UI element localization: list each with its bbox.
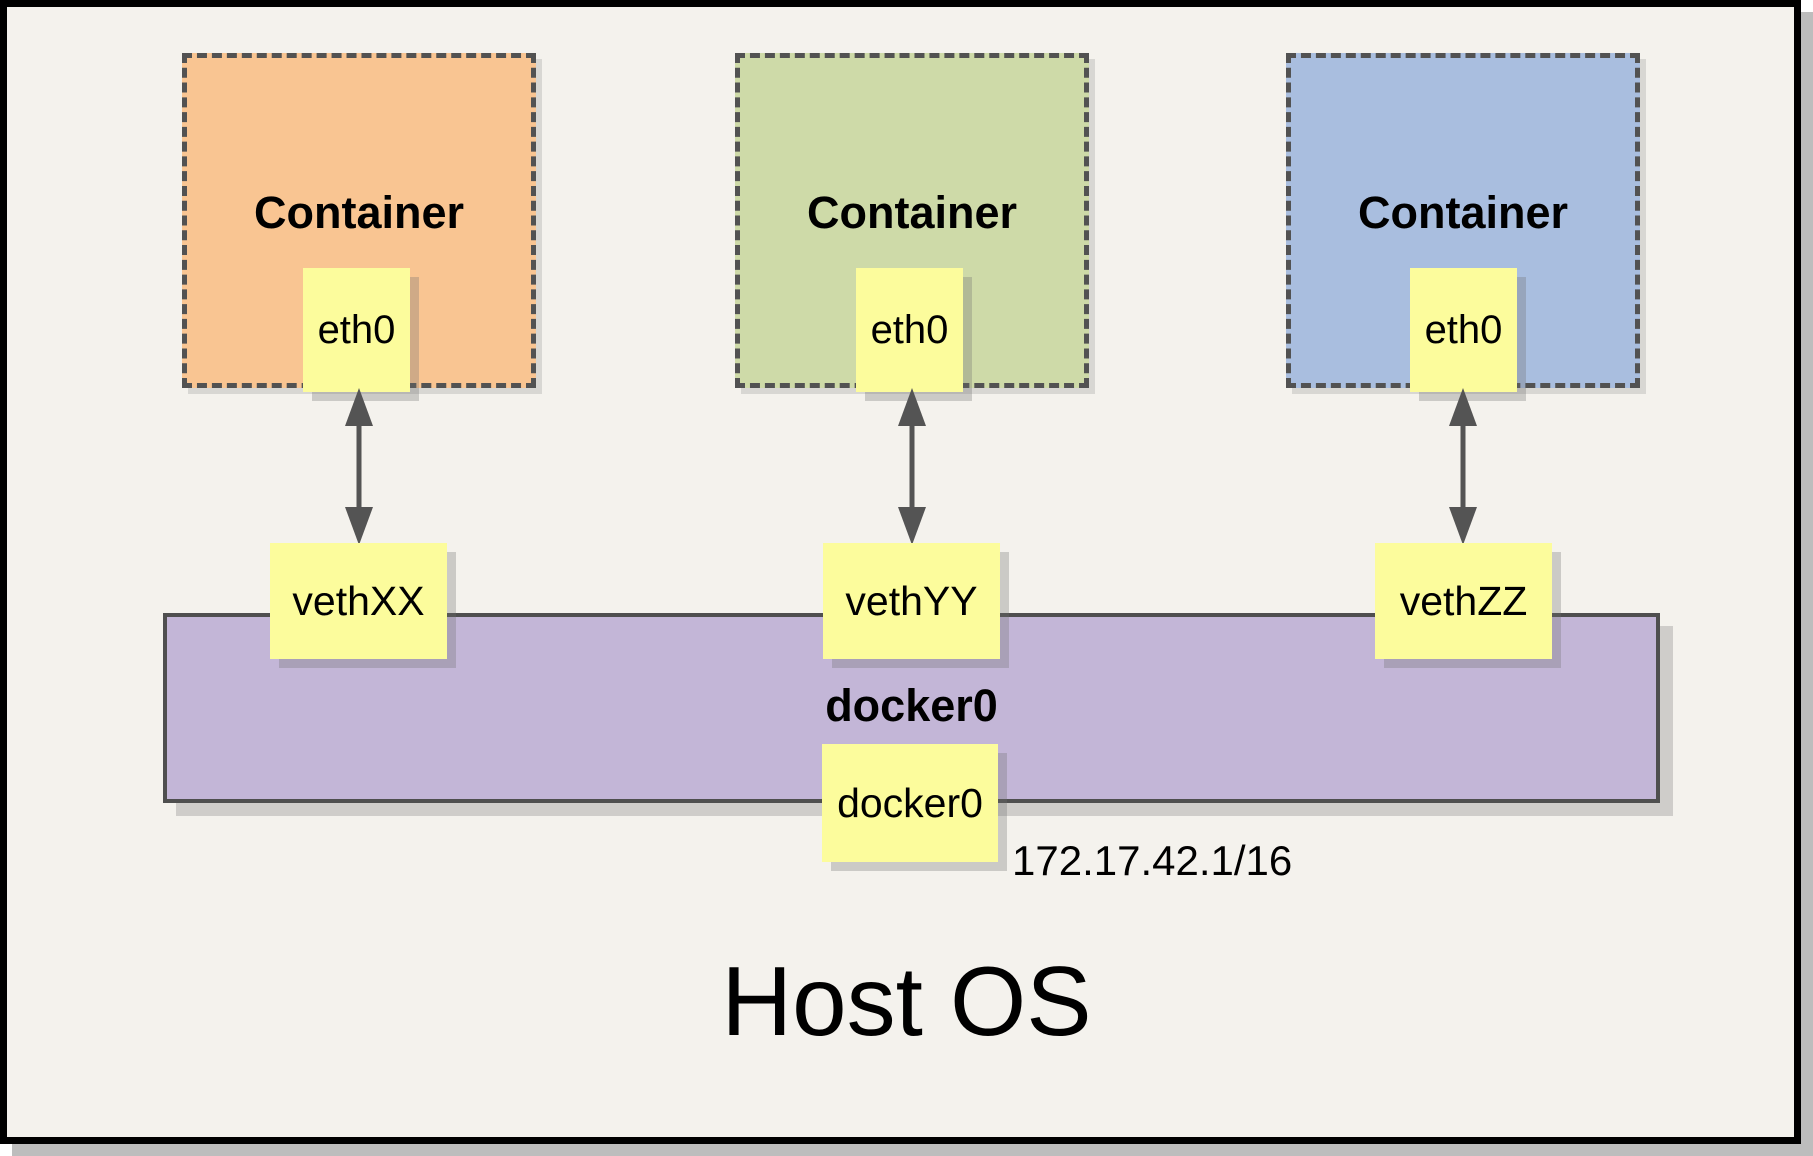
veth-interface-box-1: vethXX [270,543,447,659]
eth0-interface-box-3: eth0 [1410,268,1517,392]
double-arrow-icon [345,388,373,545]
container-label: Container [806,187,1017,238]
double-arrow-icon [898,388,926,545]
eth0-interface-box-2: eth0 [856,268,963,392]
veth-connection-arrow-2 [894,388,930,545]
eth0-interface-box-1: eth0 [303,268,410,392]
docker0-bridge-label: docker0 [825,680,998,731]
bridge-ip-address: 172.17.42.1/16 [1012,837,1293,884]
container-label: Container [1357,187,1568,238]
double-arrow-icon [1449,388,1477,545]
docker0-interface-box: docker0 [822,744,998,862]
container-label: Container [253,187,464,238]
veth-connection-arrow-1 [341,388,377,545]
host-os-label: Host OS [721,946,1092,1056]
veth-interface-box-2: vethYY [823,543,1000,659]
veth-connection-arrow-3 [1445,388,1481,545]
veth-interface-box-3: vethZZ [1375,543,1552,659]
